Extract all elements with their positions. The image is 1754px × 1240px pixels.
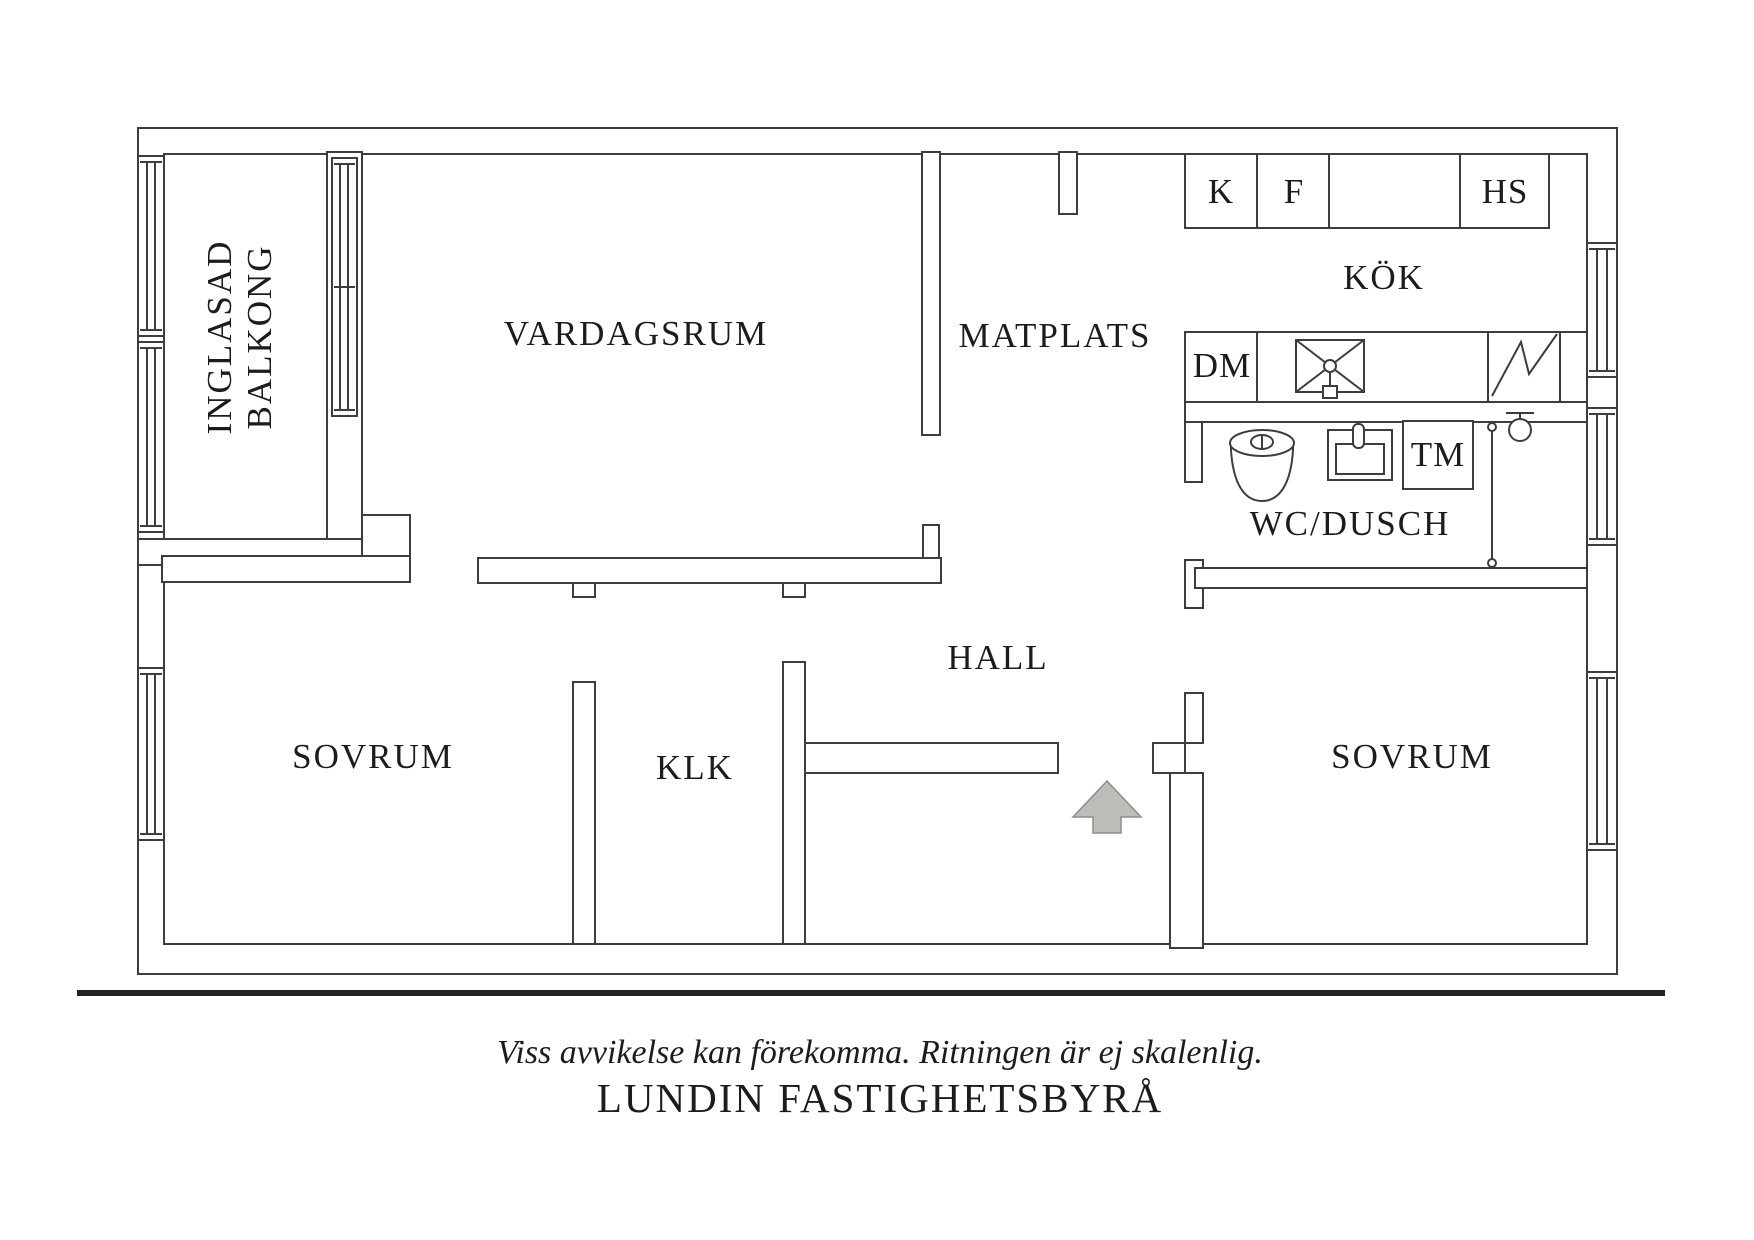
wall-klk-left <box>572 681 596 945</box>
room-label-bath: WC/DUSCH <box>1249 504 1451 543</box>
appliance-label-washing-machine: TM <box>1410 435 1466 474</box>
shower-icon <box>1487 412 1534 568</box>
window-balcony-left-lower <box>137 341 165 533</box>
room-label-closet: KLK <box>656 748 734 787</box>
window-balcony-left-upper <box>137 155 165 337</box>
window-bath-right <box>1586 407 1618 546</box>
wall-bath-west <box>1184 421 1203 483</box>
window-bedroom-left <box>137 667 165 841</box>
room-label-balcony: INGLASAD BALKONG <box>200 240 281 435</box>
washer-box <box>1402 420 1474 490</box>
appliance-label-tall-cabinet: HS <box>1481 172 1529 211</box>
stove-icon <box>1491 333 1558 397</box>
wall-step <box>361 514 411 557</box>
footer-disclaimer: Viss avvikelse kan förekomma. Ritningen … <box>497 1034 1263 1071</box>
window-kitchen-right <box>1586 242 1618 378</box>
footer-brand: LUNDIN FASTIGHETSBYRÅ <box>596 1075 1164 1121</box>
wall-bedroom-right-west-upper <box>1184 692 1204 744</box>
wall-living-dining-divider <box>921 151 941 436</box>
wall-bedroom-right-west-lower <box>1169 772 1204 949</box>
window-balcony-divider <box>331 157 358 417</box>
room-label-balcony-line1: INGLASAD <box>199 239 239 435</box>
basin-icon <box>1327 423 1393 481</box>
room-label-dining: MATPLATS <box>958 316 1152 355</box>
toilet-icon <box>1229 429 1295 503</box>
window-bedroom-right <box>1586 671 1618 851</box>
appliance-label-dishwasher: DM <box>1192 346 1252 385</box>
room-label-balcony-line2: BALKONG <box>240 244 279 430</box>
cabinet-tall <box>1459 153 1550 229</box>
wall-kitchen-left-stub <box>1058 151 1078 215</box>
room-label-kitchen: KÖK <box>1343 258 1425 297</box>
windows <box>137 155 1618 851</box>
wall-entry-jog <box>1152 742 1186 774</box>
appliance-label-fridge: K <box>1207 172 1235 211</box>
room-label-bedroom-right: SOVRUM <box>1331 737 1493 776</box>
wall-divider-stub <box>922 524 940 559</box>
wall-hall-south <box>804 742 1059 774</box>
bathroom-fixtures <box>1229 412 1534 568</box>
room-label-living: VARDAGSRUM <box>503 314 769 353</box>
wall-stub-klk-left <box>572 582 596 598</box>
appliance-label-freezer: F <box>1283 172 1305 211</box>
sink-icon <box>1295 339 1365 399</box>
wall-klk-right <box>782 661 806 945</box>
entry-arrow-icon <box>1071 779 1143 834</box>
kitchen-counter <box>1184 331 1588 403</box>
kitchen-cabinets <box>1184 153 1550 229</box>
divider-line <box>77 990 1665 996</box>
cabinet-worktop <box>1328 153 1461 229</box>
cabinet-freezer <box>1256 153 1330 229</box>
room-label-hall: HALL <box>947 638 1049 677</box>
building-outline <box>137 127 1618 975</box>
wall-bath-south <box>1194 567 1588 589</box>
wall-bedroom-left-top <box>161 555 411 583</box>
room-label-bedroom-left: SOVRUM <box>292 737 454 776</box>
wall-stub-klk-right <box>782 582 806 598</box>
wall-living-south <box>477 557 942 584</box>
